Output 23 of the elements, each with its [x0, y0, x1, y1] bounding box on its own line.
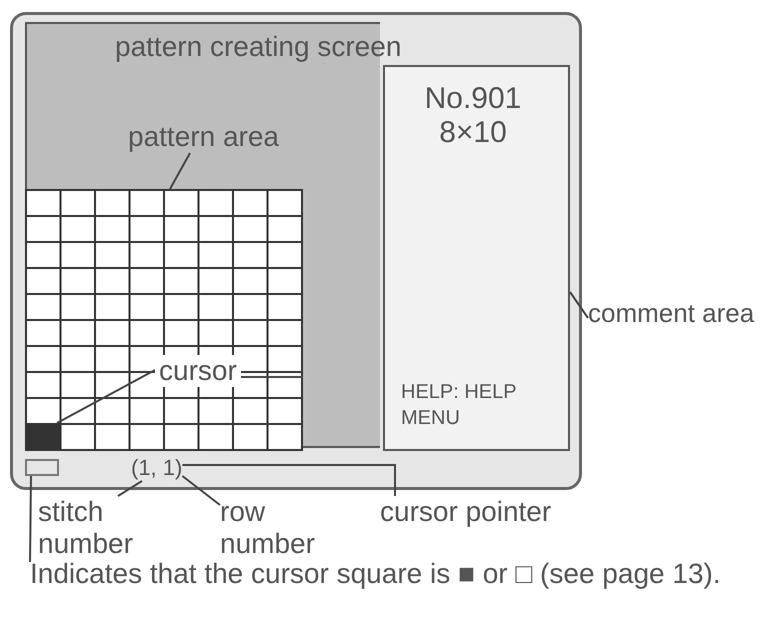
leader-line: [240, 376, 303, 378]
cursor-position: (1, 1): [131, 455, 182, 481]
pattern-number: No.901 8×10: [424, 82, 522, 150]
leader-line: [182, 464, 396, 496]
help-hint: HELP: HELP MENU: [401, 380, 518, 431]
callout-label: row number: [220, 496, 340, 560]
callout-label: cursor pointer: [380, 496, 552, 528]
leader-line: [182, 475, 221, 506]
leader-line: [56, 369, 156, 424]
comment-panel: [383, 65, 570, 451]
screen-frame: [10, 12, 582, 490]
cursor-state-square: [25, 459, 59, 476]
screen-title: pattern creating screen: [115, 31, 402, 63]
leader-line: [569, 291, 589, 319]
callout-label: stitch number: [38, 496, 148, 560]
note-text: Indicates that the cursor square is ■ or □ (see page 13).: [30, 558, 750, 590]
callout-label: comment area: [588, 298, 754, 328]
leader-line: [117, 480, 143, 497]
cursor-square: [25, 423, 60, 451]
callout-label: pattern area: [128, 121, 279, 153]
leader-line: [29, 476, 32, 562]
callout-label: cursor: [155, 355, 241, 387]
leader-line: [169, 152, 191, 190]
